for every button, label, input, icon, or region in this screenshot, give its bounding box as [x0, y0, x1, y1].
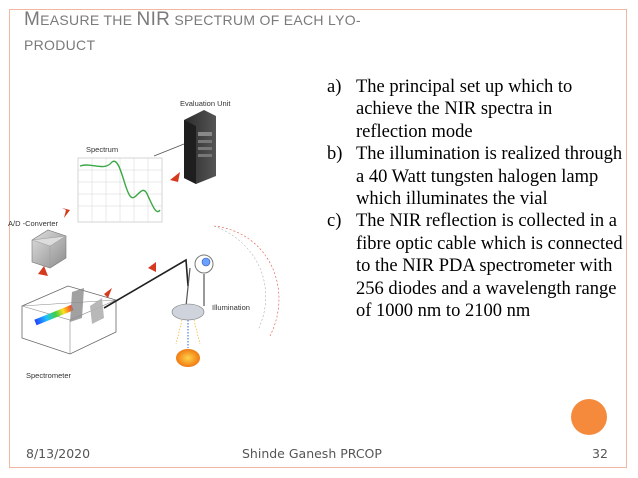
accent-circle	[571, 399, 607, 435]
bullet-list: a) The principal set up which to achieve …	[327, 76, 627, 322]
list-item-text: The principal set up which to achieve th…	[356, 77, 573, 142]
nir-setup-diagram: Evaluation Unit Spectrum A/D -Converter …	[8, 99, 280, 380]
arrow-fibre-icon	[148, 262, 156, 272]
spectrum-label: Spectrum	[86, 145, 118, 154]
footer-date: 8/13/2020	[26, 446, 91, 461]
evaluation-unit-label: Evaluation Unit	[180, 99, 231, 108]
spectrometer-icon	[21, 285, 117, 355]
list-item-text: The NIR reflection is collected in a fib…	[356, 211, 623, 322]
title-part-1: EASURE THE	[40, 12, 137, 28]
arrow-to-evaluation-icon	[170, 172, 180, 182]
illumination-icon	[171, 225, 280, 367]
fibre-optic-cable	[103, 258, 189, 309]
title-cap-m: M	[24, 9, 41, 30]
arrow-to-spectrometer-icon	[104, 288, 112, 298]
slide-title: MEASURE THE NIR SPECTRUM OF EACH LYO- PR…	[24, 6, 584, 57]
arrow-to-ad-converter-icon	[38, 266, 48, 276]
spectrometer-label: Spectrometer	[26, 371, 72, 380]
list-marker: c)	[327, 211, 342, 232]
illumination-label: Illumination	[212, 303, 250, 312]
title-part-nir: NIR	[136, 9, 171, 30]
arrow-to-spectrum-icon	[62, 208, 70, 218]
footer-page-number: 32	[592, 446, 608, 461]
evaluation-unit-icon	[184, 110, 216, 184]
slide-frame	[9, 9, 627, 468]
list-marker: a)	[327, 77, 342, 97]
title-part-4: PRODUCT	[24, 36, 96, 53]
data-line	[153, 143, 185, 157]
footer-author: Shinde Ganesh PRCOP	[242, 446, 382, 461]
ad-converter-label: A/D -Converter	[8, 219, 59, 228]
title-part-3: SPECTRUM OF EACH LYO-	[170, 12, 361, 28]
list-item: c) The NIR reflection is collected in a f…	[327, 210, 627, 322]
spectrum-chart-icon	[77, 157, 163, 223]
list-item: a) The principal set up which to achieve …	[327, 76, 627, 143]
ad-converter-icon	[31, 229, 67, 269]
list-item-text: The illumination is realized through a 4…	[356, 144, 623, 210]
list-marker: b)	[327, 144, 343, 165]
flow-arrows	[38, 172, 180, 298]
list-item: b) The illumination is realized through a…	[327, 143, 627, 210]
